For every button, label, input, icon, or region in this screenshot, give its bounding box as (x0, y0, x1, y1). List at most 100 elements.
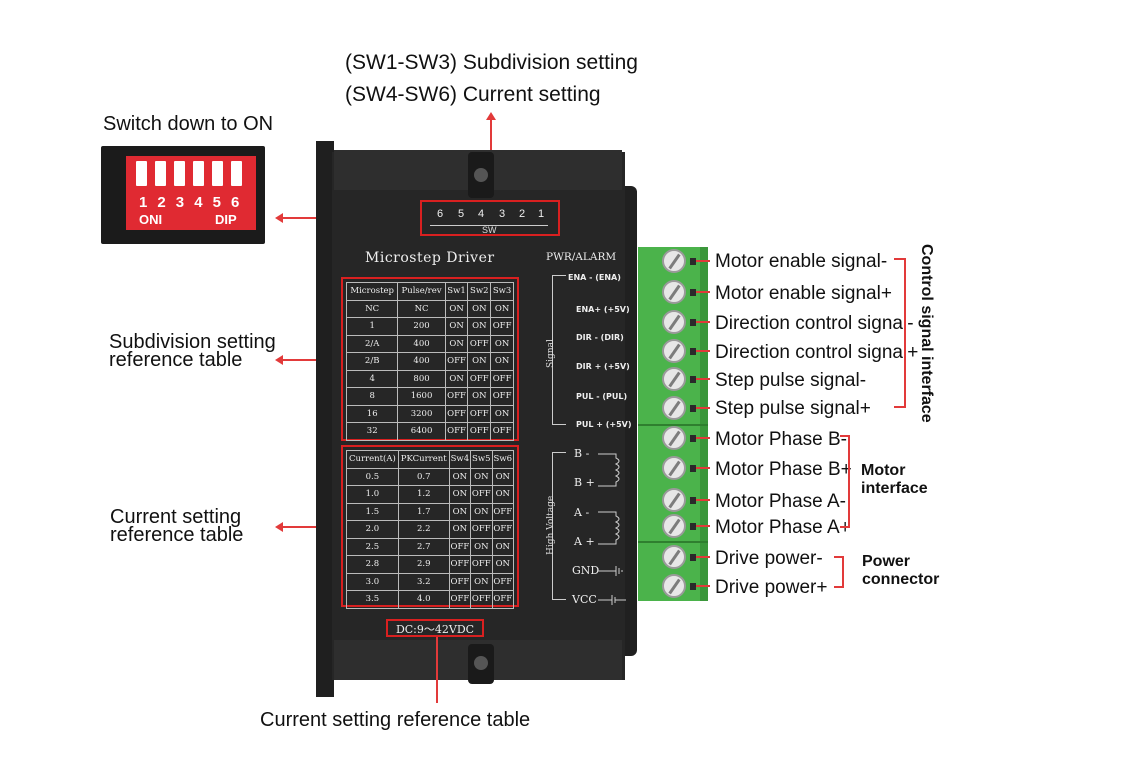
dip-slot-5 (212, 161, 223, 186)
terminal-label: Motor Phase A- (715, 491, 846, 512)
table-cell: 400 (397, 334, 446, 353)
table-cell: Current(A) (346, 450, 399, 469)
table-cell: OFF (491, 502, 515, 521)
table-cell: Sw1 (444, 282, 469, 301)
table-cell: ON (491, 555, 515, 574)
driver-title: Microstep Driver (365, 250, 495, 266)
table-cell: Sw6 (491, 450, 515, 469)
table-cell: ON (448, 502, 472, 521)
control-bracket (904, 258, 906, 408)
motor-bracket (848, 435, 850, 528)
table-cell: ON (490, 352, 514, 371)
table-cell: OFF (470, 485, 493, 504)
table-cell: OFF (467, 334, 492, 353)
table-cell: 2/A (345, 334, 399, 353)
table-cell: ON (470, 537, 493, 556)
power-terminal-label: GND (572, 564, 600, 577)
table-cell: ON (467, 387, 492, 406)
table-cell: 1 (345, 317, 399, 336)
table-cell: OFF (467, 404, 492, 423)
sw-num-2: 2 (519, 208, 526, 220)
table-cell: 8 (345, 387, 399, 406)
table-cell: ON (490, 334, 514, 353)
control-bracket-top (894, 258, 906, 260)
power-bracket-bottom (834, 586, 844, 588)
table-cell: 6400 (397, 422, 446, 441)
table-cell: 0.5 (346, 467, 399, 486)
table-cell: Sw3 (490, 282, 514, 301)
terminal-screw-icon[interactable] (662, 574, 686, 598)
table-cell: ON (490, 299, 514, 318)
table-cell: 32 (345, 422, 399, 441)
terminal-label: Motor enable signal+ (715, 283, 892, 304)
table-cell: OFF (444, 422, 469, 441)
terminal-screw-icon[interactable] (662, 339, 686, 363)
table-cell: OFF (448, 572, 472, 591)
terminal-label: Direction control signal- (715, 313, 914, 334)
table-cell: ON (470, 467, 493, 486)
power-terminal-label: A - (574, 506, 590, 519)
terminal-pin (690, 554, 696, 561)
terminal-pointer (696, 321, 710, 323)
terminal-screw-icon[interactable] (662, 488, 686, 512)
signal-terminal-label: ENA - (ENA) (568, 273, 621, 282)
current-ref-label-2: reference table (110, 524, 244, 546)
terminal-screw-icon[interactable] (662, 396, 686, 420)
terminal-screw-icon[interactable] (662, 249, 686, 273)
dip-on-label: ONI (139, 212, 163, 227)
terminal-screw-icon[interactable] (662, 280, 686, 304)
terminal-screw-icon[interactable] (662, 367, 686, 391)
table-cell: ON (490, 404, 514, 423)
dip-slot-2 (155, 161, 166, 186)
dip-num-1: 1 (139, 194, 148, 211)
signal-terminal-label: PUL + (+5V) (576, 420, 632, 429)
high-voltage-label: High Voltage (546, 495, 556, 555)
table-cell: Sw2 (467, 282, 492, 301)
table-cell: 2.2 (397, 520, 450, 539)
sw-num-6: 6 (437, 208, 444, 220)
table-cell: ON (491, 467, 515, 486)
terminal-pin (690, 405, 696, 412)
terminal-screw-icon[interactable] (662, 310, 686, 334)
signal-group-label: Signal (546, 339, 556, 368)
terminal-screw-icon[interactable] (662, 545, 686, 569)
table-cell: OFF (467, 422, 492, 441)
table-cell: 400 (397, 352, 446, 371)
table-cell: ON (448, 467, 472, 486)
terminal-screw-icon[interactable] (662, 456, 686, 480)
terminal-pointer (696, 407, 710, 409)
table-cell: OFF (490, 387, 514, 406)
signal-bracket (552, 275, 553, 425)
subdivision-setting-label: (SW1-SW3) Subdivision setting (345, 51, 638, 74)
table-cell: ON (491, 485, 515, 504)
terminal-pointer (696, 291, 710, 293)
table-cell: ON (491, 537, 515, 556)
terminal-screw-icon[interactable] (662, 426, 686, 450)
sw-num-4: 4 (478, 208, 485, 220)
table-cell: 1.0 (346, 485, 399, 504)
control-bracket-bottom (894, 406, 906, 408)
table-cell: ON (467, 299, 492, 318)
terminal-pin (690, 348, 696, 355)
dip-arrow (275, 213, 283, 223)
hv-bracket-bottom (552, 599, 566, 600)
battery-icon (598, 595, 626, 605)
terminal-screw-icon[interactable] (662, 514, 686, 538)
table-cell: 3200 (397, 404, 446, 423)
motor-bracket-top (840, 435, 850, 437)
table-cell: ON (470, 502, 493, 521)
dip-num-4: 4 (194, 194, 203, 211)
coil-b-icon (598, 453, 620, 487)
table-cell: 0.7 (397, 467, 450, 486)
table-cell: ON (444, 317, 469, 336)
terminal-label: Direction control signal+ (715, 342, 919, 363)
power-terminal-label: B + (574, 476, 595, 489)
dip-num-6: 6 (230, 194, 240, 211)
